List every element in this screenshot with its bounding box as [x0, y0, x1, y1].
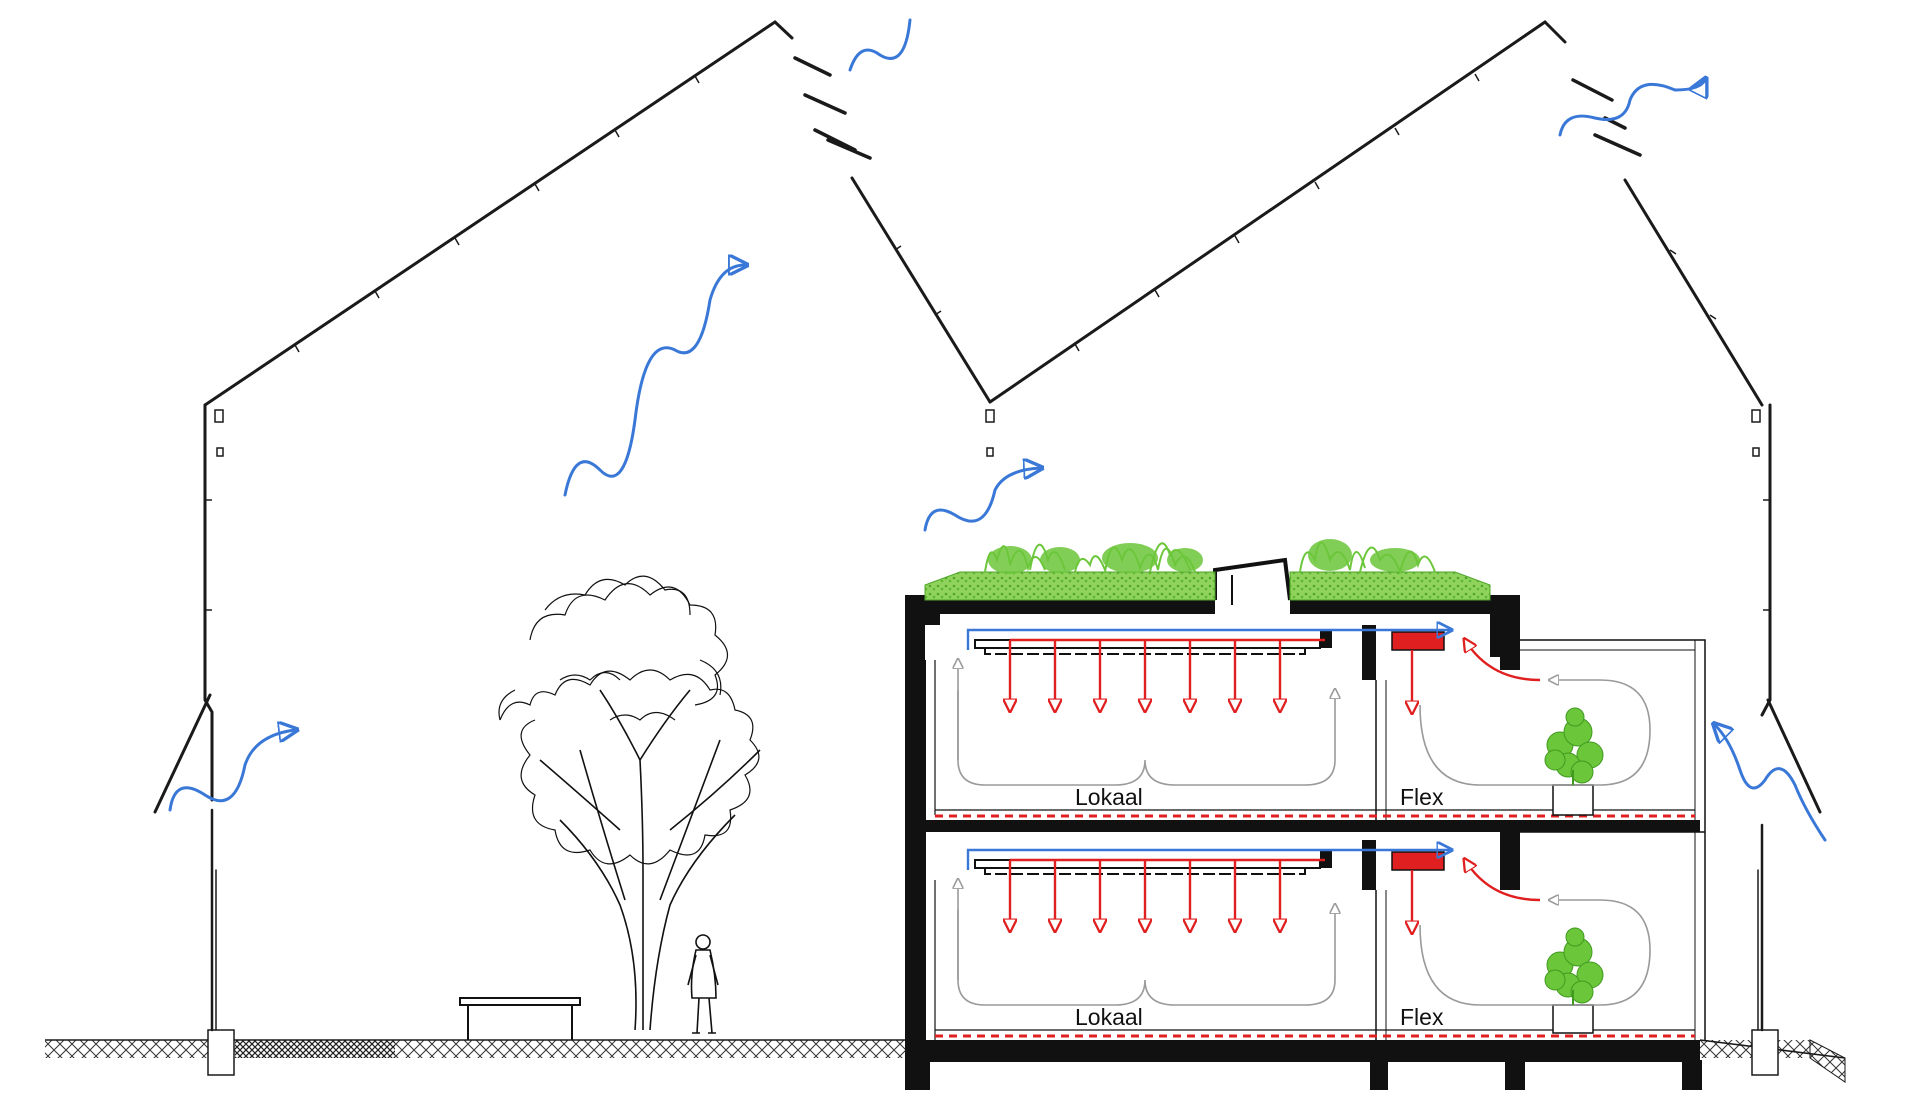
- left-vent-flap: [153, 693, 212, 814]
- left-facade-upper: [203, 403, 214, 802]
- room-label-flex-upper: Flex: [1400, 784, 1444, 810]
- wind-arrows: [168, 18, 1827, 842]
- roof-valley-left: [850, 176, 992, 404]
- room-label-flex-lower: Flex: [1400, 1004, 1444, 1030]
- school-block: [905, 557, 1706, 1090]
- wind-arrow-left-inlet: [168, 730, 295, 812]
- gutter-brackets: [214, 409, 1761, 457]
- wind-arrow-hall-rising: [563, 265, 745, 497]
- wind-arrow-green-roof: [923, 468, 1040, 532]
- roof-left-slope: [203, 20, 777, 407]
- right-footing: [1751, 1029, 1779, 1076]
- air-return-loops: [958, 660, 1651, 1006]
- room-label-lokaal-lower: Lokaal: [1075, 1004, 1143, 1030]
- ground-hatch-dense: [235, 1040, 395, 1058]
- green-roof: [924, 539, 1491, 601]
- roof-right-eave: [1623, 178, 1764, 407]
- person-icon: [687, 934, 719, 1034]
- bench-icon: [459, 997, 581, 1040]
- ground: [45, 1029, 1846, 1083]
- ground-floor-slab: [905, 1040, 1700, 1062]
- wind-arrow-ridge-exhaust-right: [1558, 80, 1705, 137]
- roof-right-slope: [988, 20, 1547, 404]
- right-vent-flap: [1766, 698, 1822, 814]
- first-floor-slab: [925, 820, 1700, 832]
- glass-envelope: [153, 20, 1822, 1032]
- left-footing: [207, 1029, 235, 1076]
- ground-hatch-left: [45, 1040, 905, 1058]
- fresh-air-ducts: [966, 630, 1450, 870]
- wind-arrow-right-inlet: [1715, 725, 1827, 842]
- heating-unit-upper: [1391, 631, 1445, 651]
- right-facade-upper: [1760, 403, 1772, 717]
- heat-supply-arrows: [1010, 640, 1541, 932]
- plant-icon: [1544, 707, 1604, 785]
- tree-icon: [498, 575, 761, 1031]
- plant-icon-lower: [1544, 927, 1604, 1005]
- wind-arrow-ridge-exhaust-left: [848, 18, 912, 72]
- heating-unit-lower: [1391, 851, 1445, 871]
- roof-purlins: [205, 73, 1770, 611]
- room-label-lokaal-upper: Lokaal: [1075, 784, 1143, 810]
